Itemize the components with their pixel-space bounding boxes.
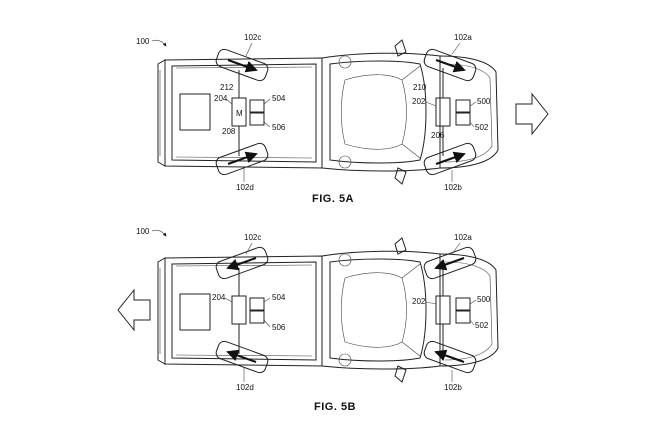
figure-5a: 100 <box>136 33 549 205</box>
label-502: 502 <box>475 321 489 330</box>
label-500: 500 <box>477 97 491 106</box>
travel-direction-arrow-left <box>117 288 151 332</box>
motor-label: M <box>236 109 243 118</box>
label-102c: 102c <box>244 233 261 242</box>
label-210: 210 <box>413 83 427 92</box>
label-504: 504 <box>272 293 286 302</box>
figure-caption: FIG. 5B <box>314 401 356 413</box>
label-206: 206 <box>431 131 445 140</box>
label-506: 506 <box>272 323 286 332</box>
label-204: 204 <box>214 94 228 103</box>
label-202: 202 <box>412 297 426 306</box>
front-drive-unit <box>435 68 471 156</box>
wheel-102c <box>215 246 269 280</box>
label-102b: 102b <box>444 183 462 192</box>
label-202: 202 <box>412 97 426 106</box>
label-102b: 102b <box>444 383 462 392</box>
rear-cargo-box <box>179 93 211 131</box>
label-502: 502 <box>475 123 489 132</box>
rear-drive-unit <box>231 268 265 354</box>
label-208: 208 <box>222 127 236 136</box>
truck-body-top-view <box>157 237 499 383</box>
rear-cargo-box <box>179 293 211 331</box>
travel-direction-arrow-right <box>515 92 549 136</box>
reference-arrow <box>151 39 167 47</box>
figure-caption: FIG. 5A <box>312 193 354 205</box>
rear-drive-unit: M <box>231 70 265 156</box>
reference-label-100: 100 <box>136 227 150 236</box>
reference-arrow <box>151 229 167 237</box>
wheel-102c <box>215 48 269 82</box>
label-102d: 102d <box>236 183 254 192</box>
wheel-102d <box>215 340 269 374</box>
truck-body-top-view <box>157 39 499 185</box>
label-102c: 102c <box>244 33 261 42</box>
label-204: 204 <box>212 293 226 302</box>
wheel-102b <box>423 142 477 176</box>
label-506: 506 <box>272 123 286 132</box>
wheel-102d <box>215 142 269 176</box>
figure-5b: 100 <box>117 227 499 413</box>
label-212: 212 <box>220 83 234 92</box>
label-102d: 102d <box>236 383 254 392</box>
wheel-102a <box>423 48 477 82</box>
front-drive-unit <box>435 266 471 354</box>
label-504: 504 <box>272 94 286 103</box>
wheel-102b <box>423 340 477 374</box>
label-500: 500 <box>477 295 491 304</box>
reference-label-100: 100 <box>136 37 150 46</box>
wheel-102a <box>423 246 477 280</box>
label-102a: 102a <box>454 233 472 242</box>
label-102a: 102a <box>454 33 472 42</box>
